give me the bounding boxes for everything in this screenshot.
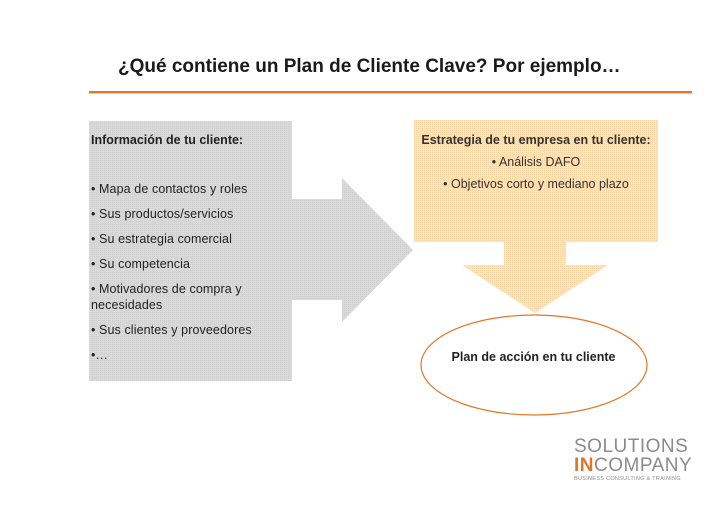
strategy-heading: Estrategia de tu empresa en tu cliente: xyxy=(421,133,651,147)
company-logo: SOLUTIONS INCOMPANY BUSINESS CONSULTING … xyxy=(574,437,694,482)
title-underline-shadow xyxy=(89,93,692,94)
list-item: • Mapa de contactos y roles xyxy=(91,182,248,196)
client-info-box xyxy=(89,121,292,381)
client-info-list: • Mapa de contactos y roles • Sus produc… xyxy=(91,181,291,372)
action-plan-ellipse xyxy=(420,314,648,416)
down-arrow xyxy=(462,240,608,313)
client-info-heading: Información de tu cliente: xyxy=(91,133,244,147)
list-item: • Motivadores de compra y necesidades xyxy=(91,282,242,312)
list-item: • Análisis DAFO xyxy=(491,155,581,169)
list-item: • Su competencia xyxy=(91,257,191,271)
list-item: • Su estrategia comercial xyxy=(91,232,232,246)
list-item: • Sus clientes y proveedores xyxy=(91,323,252,337)
list-item: •… xyxy=(91,348,109,362)
right-arrow xyxy=(282,178,413,322)
logo-line1: SOLUTIONS xyxy=(574,436,689,457)
logo-company: COMPANY xyxy=(594,455,693,476)
strategy-content: Estrategia de tu empresa en tu cliente: … xyxy=(416,122,656,240)
logo-in: IN xyxy=(574,455,594,476)
slide-title: ¿Qué contiene un Plan de Cliente Clave? … xyxy=(118,56,621,77)
list-item: • Sus productos/servicios xyxy=(91,207,234,221)
list-item: • Objetivos corto y mediano plazo xyxy=(443,177,629,191)
client-info-content: Información de tu cliente: • Mapa de con… xyxy=(91,123,291,380)
action-plan-label: Plan de acción en tu cliente xyxy=(451,350,616,364)
strategy-box xyxy=(414,120,658,242)
logo-tagline: BUSINESS CONSULTING & TRAINING xyxy=(574,476,681,482)
title-underline xyxy=(89,91,692,93)
logo-line2: INCOMPANY xyxy=(574,456,694,475)
